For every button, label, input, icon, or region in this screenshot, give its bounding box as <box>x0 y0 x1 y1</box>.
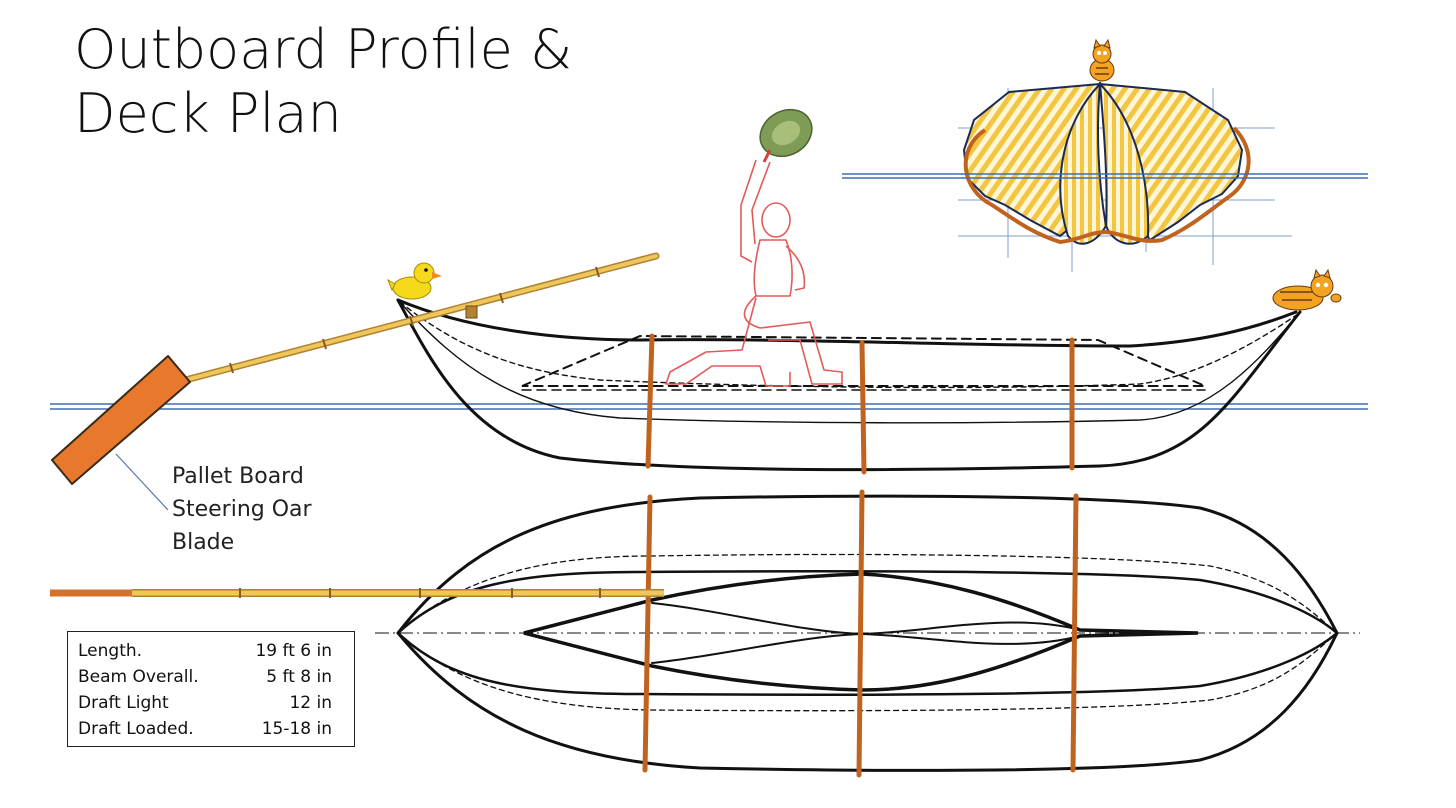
plan-frames <box>642 489 1079 778</box>
spec-row-beam: Beam Overall. 5 ft 8 in <box>78 664 332 690</box>
oar-label-line-2: Steering Oar <box>172 497 312 522</box>
spec-value: 5 ft 8 in <box>266 667 332 687</box>
spec-label: Draft Light <box>78 693 169 713</box>
gunwale-block <box>465 305 478 319</box>
spec-value: 12 in <box>289 693 332 713</box>
oar-blade <box>51 355 191 485</box>
midship-section <box>842 38 1368 272</box>
cat-icon <box>1272 268 1342 311</box>
section-outer-skin <box>963 126 1251 245</box>
outboard-profile <box>50 298 1368 475</box>
specs-table: Length. 19 ft 6 in Beam Overall. 5 ft 8 … <box>67 631 355 747</box>
spec-row-length: Length. 19 ft 6 in <box>78 638 332 664</box>
page-title: Outboard Profile & Deck Plan <box>74 18 572 146</box>
title-line-2: Deck Plan <box>74 82 342 145</box>
spec-label: Draft Loaded. <box>78 719 194 739</box>
spec-label: Beam Overall. <box>78 667 199 687</box>
profile-frames <box>645 333 1075 475</box>
section-petals <box>962 81 1244 245</box>
spec-row-draft-loaded: Draft Loaded. 15-18 in <box>78 716 332 742</box>
section-waterline <box>842 173 1368 179</box>
cat-on-top-icon <box>1089 38 1115 82</box>
oar-blade-label: Pallet Board Steering Oar Blade <box>172 460 312 559</box>
kneeling-figure-icon <box>665 159 843 387</box>
oar-label-line-3: Blade <box>172 530 235 555</box>
straw-hat-icon <box>759 108 813 163</box>
steering-oar-profile <box>51 252 660 511</box>
steering-oar-plan <box>50 588 664 598</box>
title-line-1: Outboard Profile & <box>74 18 573 81</box>
spec-value: 15-18 in <box>261 719 332 739</box>
spec-row-draft-light: Draft Light 12 in <box>78 690 332 716</box>
deck-plan <box>375 489 1360 778</box>
spec-value: 19 ft 6 in <box>255 641 332 661</box>
label-leader-line <box>115 453 169 511</box>
rubber-duck-icon <box>387 262 442 300</box>
oar-label-line-1: Pallet Board <box>172 464 304 489</box>
spec-label: Length. <box>78 641 143 661</box>
profile-hull <box>396 298 1302 472</box>
profile-waterline <box>50 403 1368 410</box>
